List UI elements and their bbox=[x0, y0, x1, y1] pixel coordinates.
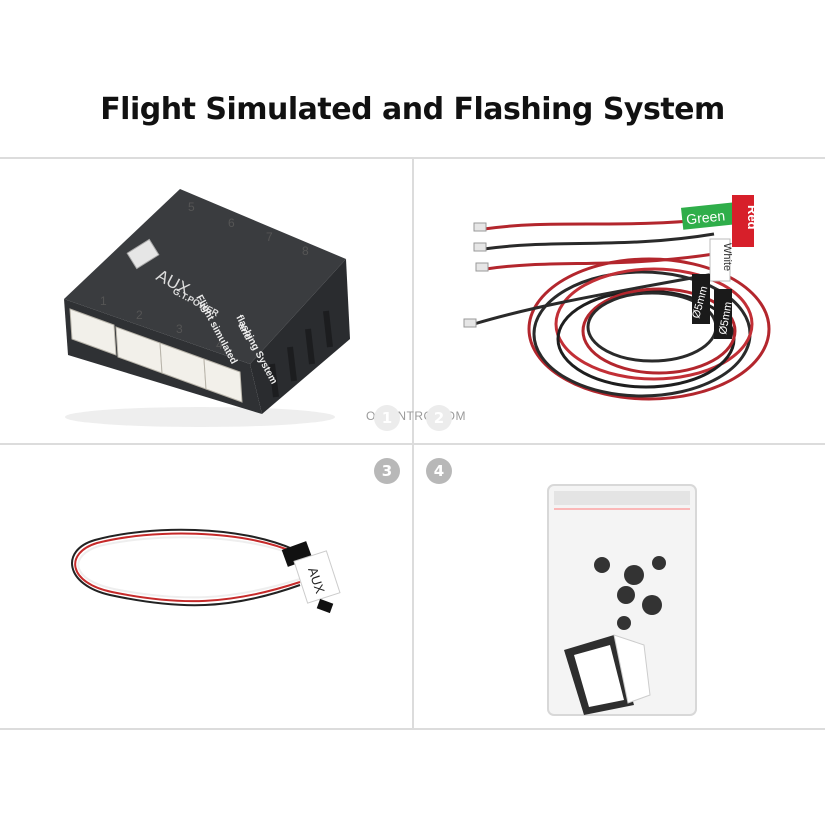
top-number: 6 bbox=[228, 216, 235, 230]
top-number: 5 bbox=[188, 200, 195, 214]
top-number: 8 bbox=[302, 244, 309, 258]
led-tag-red: Red bbox=[745, 205, 760, 230]
port-number: 2 bbox=[136, 308, 143, 322]
accessory-bag-image bbox=[414, 445, 825, 728]
port-number: 1 bbox=[100, 294, 107, 308]
led-tag-size-b: Ø5mm bbox=[717, 301, 735, 336]
top-number: 7 bbox=[266, 230, 273, 244]
panel-number-1: 1 bbox=[374, 405, 400, 431]
led-wires-image: Green Red White Ø5mm Ø5mm bbox=[414, 159, 825, 443]
panel-number-2: 2 bbox=[426, 405, 452, 431]
controller-image: AUX G.T.POWER Flight simulated and flash… bbox=[0, 159, 412, 443]
port-number: 3 bbox=[176, 322, 183, 336]
page-title: Flight Simulated and Flashing System bbox=[100, 92, 725, 127]
port-number: 4 bbox=[216, 338, 223, 352]
led-tag-white: White bbox=[721, 243, 733, 271]
panel-number-3: 3 bbox=[374, 458, 400, 484]
divider-vertical bbox=[412, 157, 414, 730]
led-tag-green: Green bbox=[685, 207, 725, 227]
panel-number-4: 4 bbox=[426, 458, 452, 484]
aux-cable-image: AUX bbox=[0, 445, 412, 728]
